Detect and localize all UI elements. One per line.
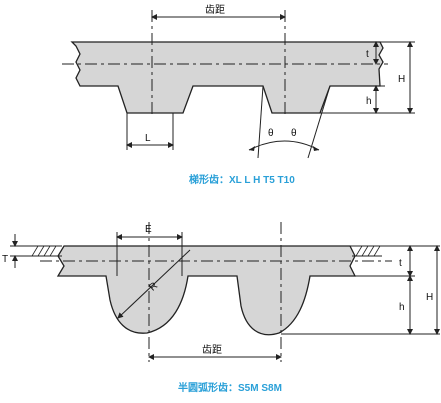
theta-arrow-right <box>313 146 319 151</box>
hatch-l1 <box>31 245 39 257</box>
h-label-bottom: h <box>399 302 405 313</box>
t-label-top: t <box>366 49 369 60</box>
hatch-r1 <box>355 245 363 257</box>
theta-line-left <box>257 85 264 159</box>
arc-caption: 半圆弧形齿：S5M S8M <box>178 381 282 394</box>
H-label-bottom: H <box>426 292 433 303</box>
H-label-top: H <box>398 74 405 85</box>
arc-belt <box>10 222 440 362</box>
arc-belt-body <box>56 245 357 336</box>
trapezoidal-belt <box>62 10 415 159</box>
E-label: E <box>145 224 152 235</box>
theta-line-right <box>307 85 331 159</box>
t-label-bottom: t <box>399 258 402 269</box>
T-label: T <box>2 254 8 265</box>
hatch-l4 <box>49 245 57 257</box>
hatch-r3 <box>367 245 375 257</box>
trapezoidal-belt-body <box>70 41 384 114</box>
pitch-label-top: 齿距 <box>205 4 225 16</box>
h-label-top: h <box>366 96 372 107</box>
hatch-r2 <box>361 245 369 257</box>
L-label: L <box>145 133 151 144</box>
theta-label-right: θ <box>291 128 297 139</box>
theta-arrow-left <box>249 146 255 151</box>
R-radius-line <box>117 249 191 319</box>
hatch-r4 <box>373 245 381 257</box>
hatch-l2 <box>37 245 45 257</box>
hatch-l3 <box>43 245 51 257</box>
theta-label-left: θ <box>268 128 274 139</box>
pitch-label-bottom: 齿距 <box>202 344 222 356</box>
trapezoid-caption: 梯形齿：XL L H T5 T10 <box>189 173 295 186</box>
theta-arc <box>248 140 320 151</box>
